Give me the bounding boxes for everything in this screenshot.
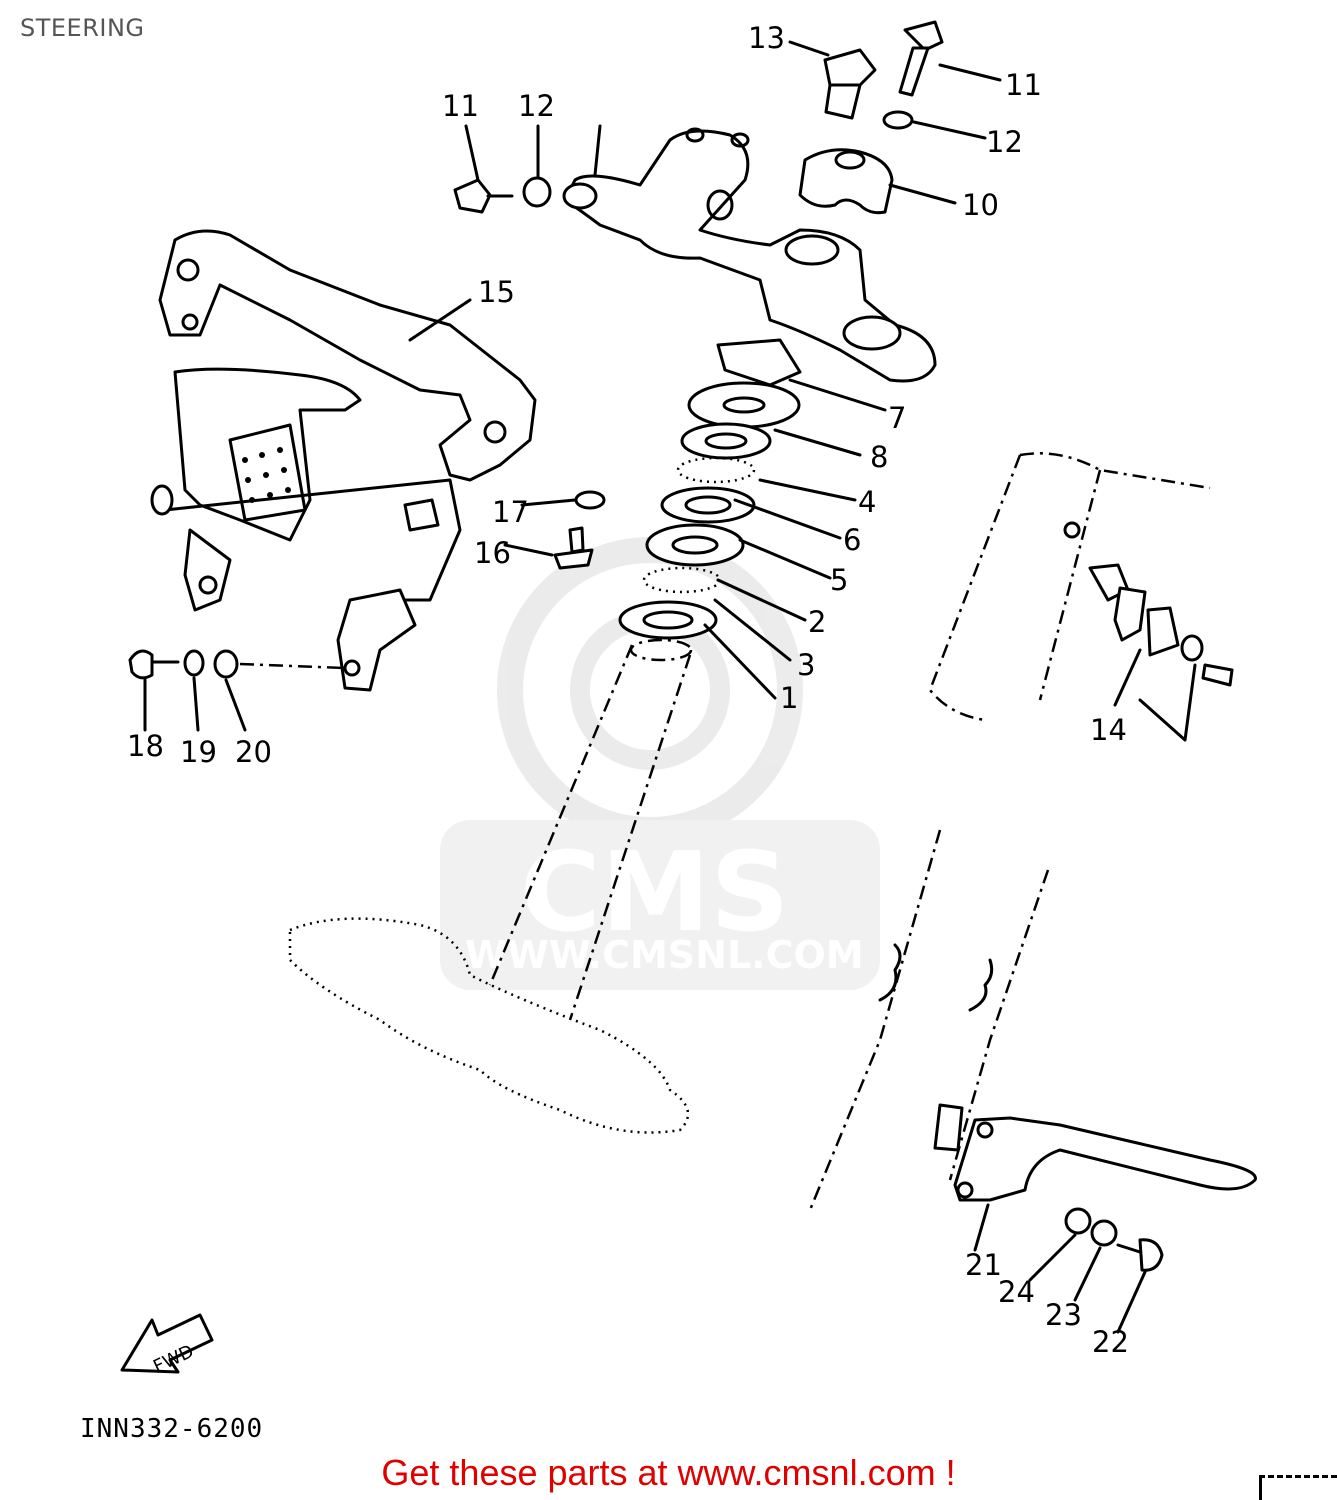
callout-21: 21 [965,1248,1002,1282]
callout-16: 16 [474,536,511,570]
callout-4: 4 [858,485,876,519]
fwd-arrow: FWD [120,1313,214,1378]
page-title: STEERING [20,14,145,42]
callout-15: 15 [478,275,515,309]
callout-8: 8 [870,440,888,474]
callout-12a: 12 [986,125,1023,159]
fork-tubes [808,452,1211,1211]
lower-bracket [933,1103,1257,1272]
upper-bracket [562,127,937,383]
diagram-code: INN332-6200 [80,1414,264,1444]
bolts-upper [453,20,944,214]
promo-link[interactable]: Get these parts at www.cmsnl.com ! [381,1452,956,1493]
callouts: 1 2 3 4 5 6 7 8 10 11 11 12 12 13 14 15 … [127,21,1129,1359]
meter-bracket [150,229,537,692]
callout-7: 7 [888,401,906,435]
handlebar-holder [798,148,894,215]
bracket-holes [242,447,291,503]
callout-6: 6 [843,523,861,557]
callout-13: 13 [748,21,785,55]
callout-3: 3 [797,648,815,682]
watermark-brand: CMS [520,828,789,956]
corner-mark [1259,1475,1337,1500]
steering-stem [288,638,693,1134]
callout-20: 20 [235,735,272,769]
callout-5: 5 [830,563,848,597]
cable-guide [1063,521,1234,687]
small-fasteners [128,490,606,680]
callout-23: 23 [1045,1298,1082,1332]
callout-24: 24 [998,1275,1035,1309]
bearing-stack [618,338,802,640]
callout-1: 1 [780,681,798,715]
callout-12b: 12 [518,89,555,123]
callout-22: 22 [1092,1325,1129,1359]
callout-19: 19 [180,735,217,769]
leader-lines [143,40,1197,1334]
callout-14: 14 [1090,713,1127,747]
callout-10: 10 [962,188,999,222]
callout-17: 17 [492,495,529,529]
callout-2: 2 [808,605,826,639]
callout-18: 18 [127,729,164,763]
callout-11a: 11 [1005,68,1042,102]
watermark-url: WWW.CMSNL.COM [465,933,864,977]
callout-11b: 11 [442,89,479,123]
